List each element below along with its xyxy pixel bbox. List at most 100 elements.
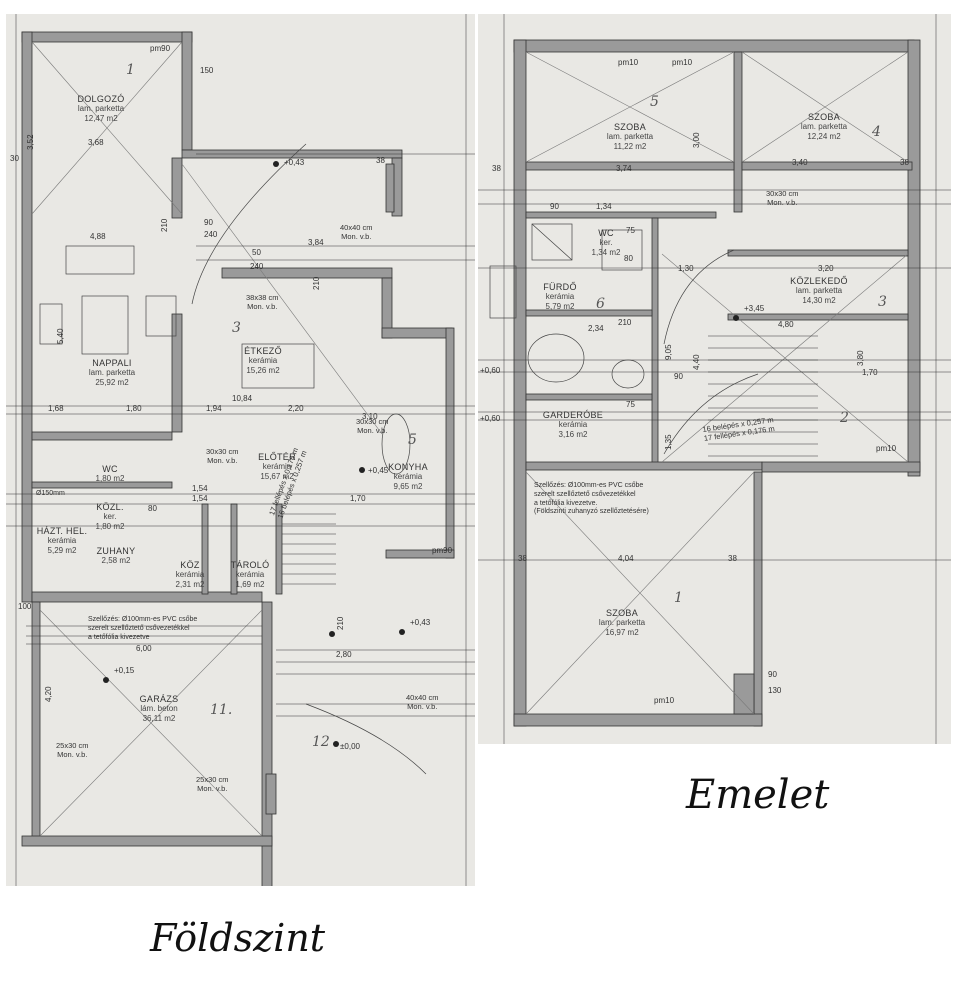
room-floor: kerámia — [47, 536, 77, 546]
dimension: pm10 — [876, 444, 897, 453]
level-mark: +0,43 — [284, 158, 305, 167]
dimension: 240 — [204, 230, 218, 239]
dimension: 210 — [618, 318, 632, 327]
dimension: 90 — [674, 372, 683, 381]
room-name: GARÁZS — [139, 694, 179, 704]
room-floor: lam. parketta — [800, 122, 848, 132]
room-area: 36,11 m2 — [142, 713, 176, 723]
dimension: 6,00 — [136, 644, 152, 653]
room-name: KONYHA — [388, 462, 428, 472]
room-wc: WC ker. 1,34 m2 — [588, 228, 624, 257]
dimension: 1,30 — [678, 264, 694, 273]
dimension: 2,34 — [588, 324, 604, 333]
dimension: 2,20 — [288, 404, 304, 413]
dimension: 1,70 — [862, 368, 878, 377]
room-number: 4 — [872, 124, 881, 140]
room-area: 25,92 m2 — [95, 377, 129, 387]
level-mark: +0,43 — [410, 618, 431, 627]
room-area: 1,69 m2 — [235, 579, 265, 589]
dimension: 80 — [624, 254, 633, 263]
dimension: 38 — [518, 554, 527, 563]
room-area: 2,31 m2 — [175, 579, 205, 589]
dimension: 100 — [18, 602, 32, 611]
dimension: 150 — [200, 66, 214, 75]
room-zuhany: ZUHANY 2,58 m2 — [96, 546, 136, 566]
room-tarolo: TÁROLÓ kerámia 1,69 m2 — [228, 560, 272, 589]
room-area: 14,30 m2 — [802, 295, 836, 305]
level-mark: +3,45 — [744, 304, 765, 313]
ground-floor-drawing — [6, 14, 475, 886]
room-name: ÉTKEZŐ — [244, 346, 282, 356]
room-area: 12,24 m2 — [807, 131, 841, 141]
room-floor: kerámia — [175, 570, 205, 580]
dimension: pm90 — [432, 546, 453, 555]
dimension: 75 — [626, 226, 635, 235]
dimension: 1,35 — [664, 434, 673, 450]
room-floor: lam. parketta — [795, 286, 843, 296]
dimension: 1,80 — [126, 404, 142, 413]
room-kozl: KÖZL. ker. 1,80 m2 — [90, 502, 130, 531]
ventilation-note: Szellőzés: Ø100mm-es PVC csőbe szerelt s… — [534, 482, 649, 516]
chimney-label: 30x30 cm Mon. v.b. — [206, 447, 239, 465]
dimension: 4,80 — [778, 320, 794, 329]
caption-upper: Emelet — [686, 772, 830, 818]
room-name: NAPPALI — [92, 358, 132, 368]
room-floor: kerámia — [558, 420, 588, 430]
room-number: 3 — [878, 294, 887, 310]
room-number: 1 — [126, 62, 135, 78]
chimney-label: 25x30 cm Mon. v.b. — [56, 741, 89, 759]
room-number: 5 — [408, 432, 417, 448]
room-name: GARDERÓBE — [542, 410, 604, 420]
dimension: 90 — [768, 670, 777, 679]
dimension: 1,54 — [192, 494, 208, 503]
room-area: 3,16 m2 — [558, 429, 588, 439]
room-name: ELŐTÉR — [258, 452, 296, 462]
dimension: 210 — [312, 276, 321, 290]
room-name: KÖZL. — [96, 502, 124, 512]
room-koz: KÖZ kerámia 2,31 m2 — [170, 560, 210, 589]
room-garazs: GARÁZS lám. beton 36,11 m2 — [124, 694, 194, 723]
dimension: 50 — [252, 248, 261, 257]
level-mark: +0,45 — [368, 466, 389, 475]
dimension: 3,20 — [818, 264, 834, 273]
room-area: 15,26 m2 — [246, 365, 280, 375]
room-floor: lám. beton — [140, 704, 178, 714]
room-floor: kerámia — [262, 462, 292, 472]
room-wc: WC 1,80 m2 — [90, 464, 130, 484]
room-name: FÜRDŐ — [543, 282, 577, 292]
room-area: 15,67 m2 — [260, 471, 294, 481]
dimension: 3,52 — [26, 134, 35, 150]
room-szoba-1: SZOBA lam. parketta 16,97 m2 — [582, 608, 662, 637]
room-nappali: NAPPALI lam. parketta 25,92 m2 — [72, 358, 152, 387]
room-area: 11,22 m2 — [613, 141, 647, 151]
dimension: 1,70 — [350, 494, 366, 503]
room-name: SZOBA — [807, 112, 840, 122]
room-floor: ker. — [599, 238, 613, 248]
room-floor: lam. parketta — [598, 618, 646, 628]
room-name: WC — [102, 464, 118, 474]
room-kozlekedo: KÖZLEKEDŐ lam. parketta 14,30 m2 — [774, 276, 864, 305]
dimension: 1,34 — [596, 202, 612, 211]
dimension: pm90 — [150, 44, 171, 53]
dimension: 3,68 — [88, 138, 104, 147]
room-number: 5 — [650, 94, 659, 110]
room-floor: lam. parketta — [77, 104, 125, 114]
room-area: 12,47 m2 — [84, 113, 118, 123]
room-name: SZOBA — [605, 608, 638, 618]
room-dolgozo: DOLGOZÓ lam. parketta 12,47 m2 — [66, 94, 136, 123]
room-floor: kerámia — [235, 570, 265, 580]
dimension: 3,74 — [616, 164, 632, 173]
room-number: 6 — [596, 296, 605, 312]
room-floor: kerámia — [393, 472, 423, 482]
dimension: 5,40 — [56, 328, 65, 344]
chimney-label: 40x40 cm Mon. v.b. — [340, 223, 373, 241]
dimension: 4,20 — [44, 686, 53, 702]
room-name: TÁROLÓ — [230, 560, 270, 570]
room-area: 5,29 m2 — [47, 545, 77, 555]
dimension: 3,80 — [856, 350, 865, 366]
room-number: 1 — [674, 590, 683, 606]
stair-number: 2 — [840, 410, 849, 426]
dimension: 3,40 — [792, 158, 808, 167]
caption-ground: Földszint — [150, 916, 326, 960]
dimension: 38 — [900, 158, 909, 167]
